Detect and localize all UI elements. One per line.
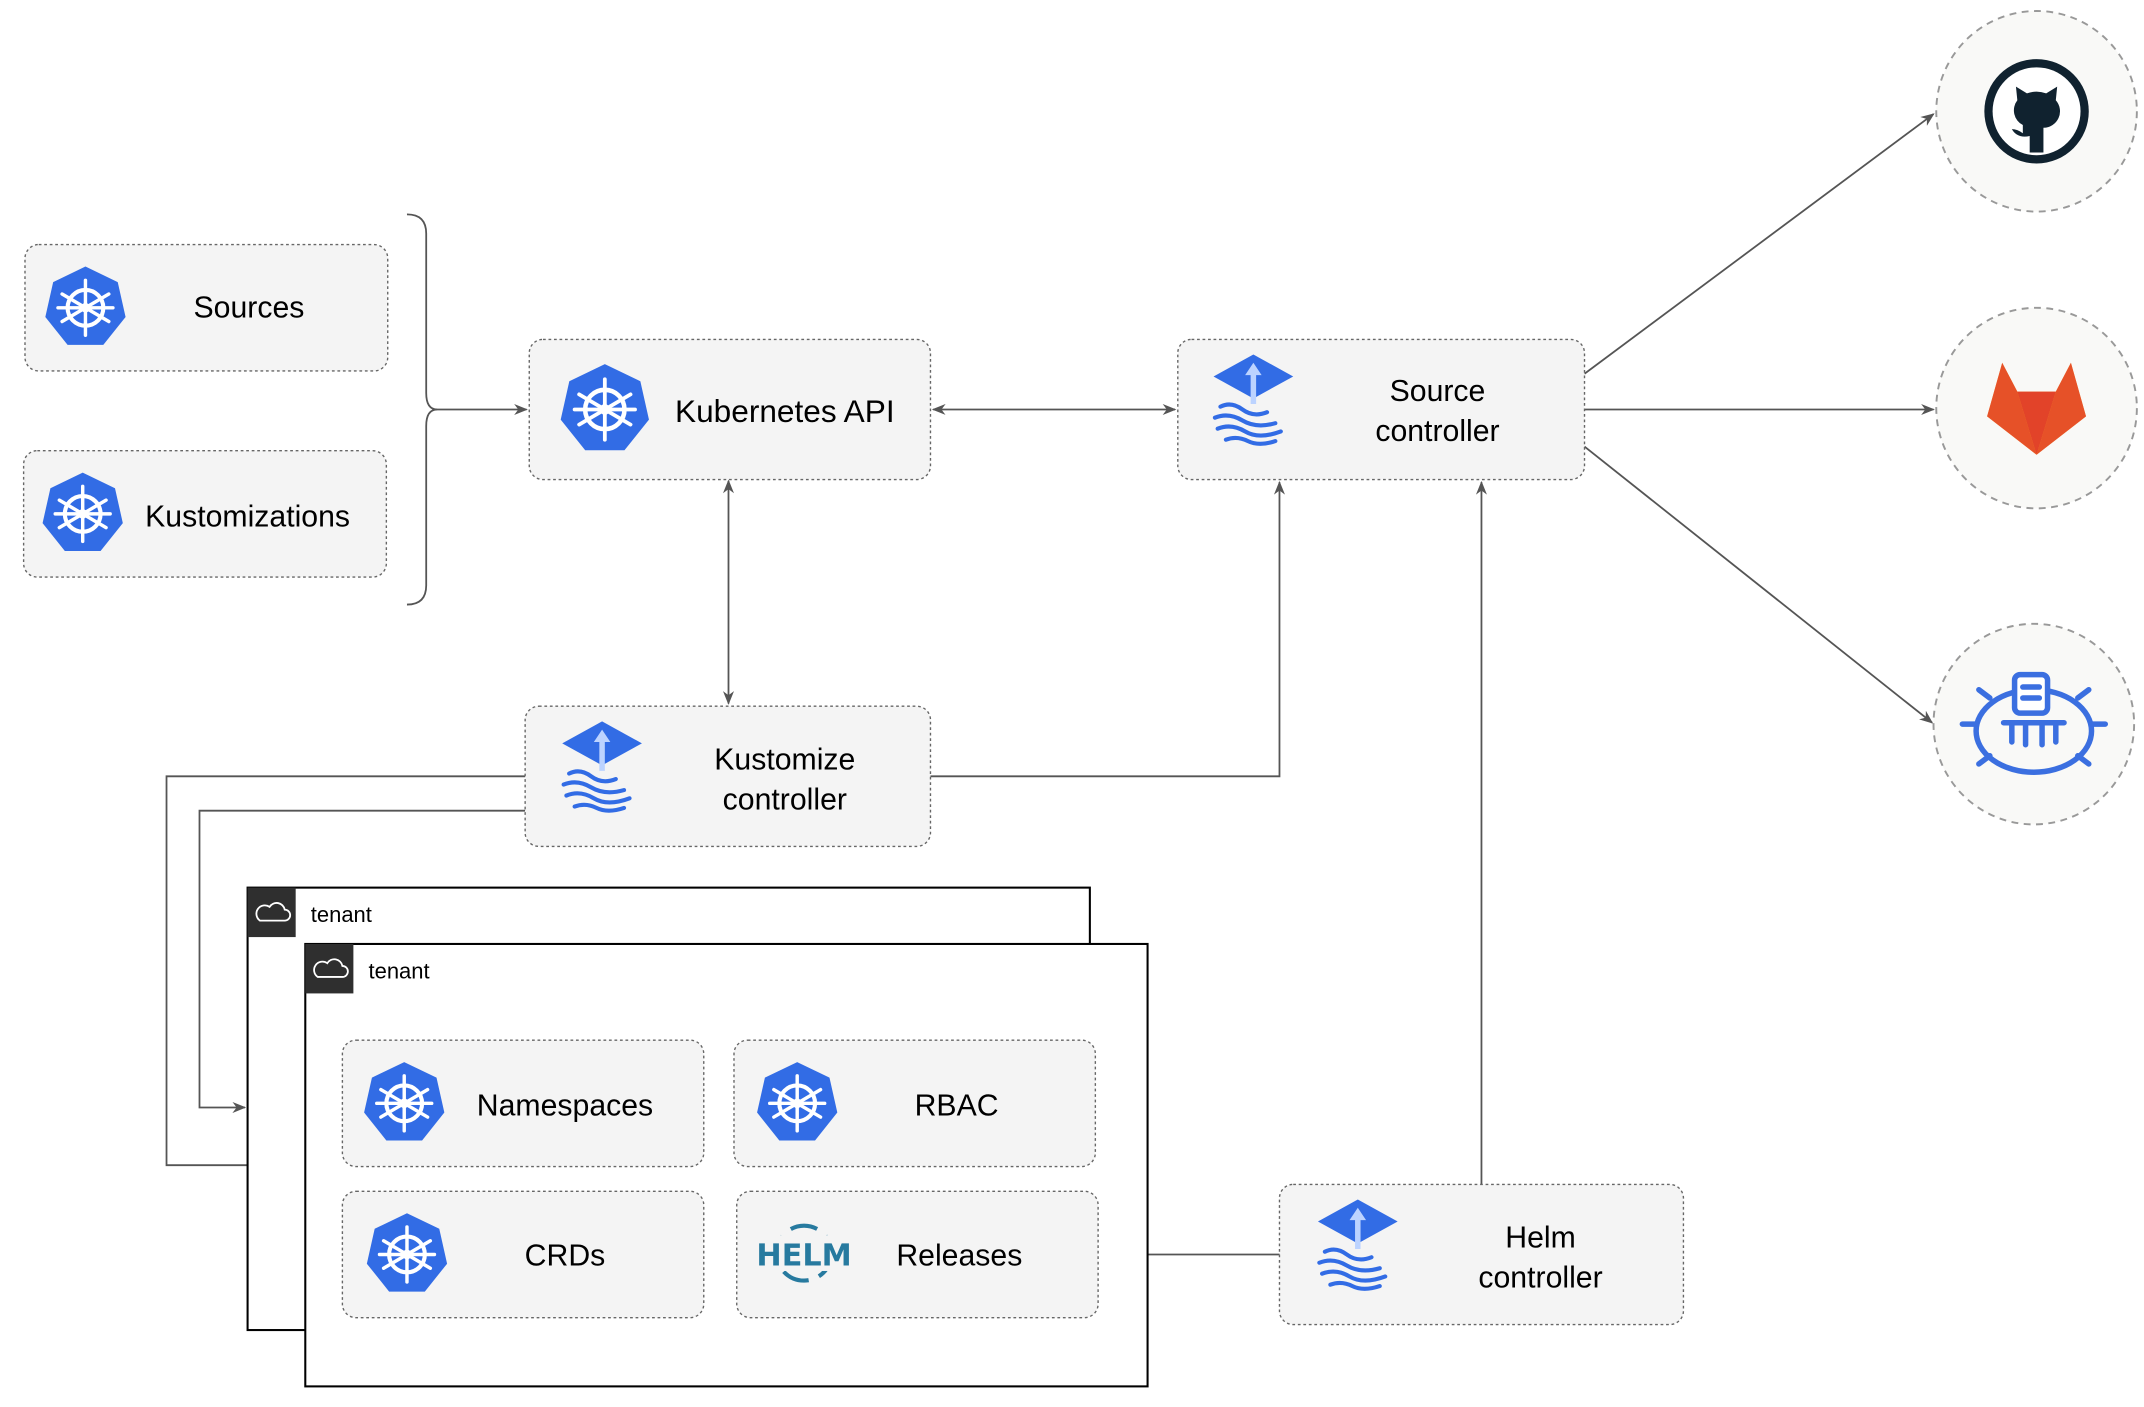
helm-icon: HELM xyxy=(755,1223,853,1283)
kubernetes-api-label: Kubernetes API xyxy=(675,393,895,429)
kustomize-controller-label-line1: Kustomize xyxy=(714,743,855,776)
sources-label: Sources xyxy=(194,291,305,324)
crds-label: CRDs xyxy=(525,1239,606,1272)
kustomizations-node[interactable]: Kustomizations xyxy=(22,449,388,578)
kustomize-controller-node[interactable]: Kustomize controller xyxy=(524,705,932,848)
kustomizations-label: Kustomizations xyxy=(145,500,350,533)
github-icon xyxy=(1984,59,2089,164)
rbac-label: RBAC xyxy=(915,1090,999,1123)
kubernetes-api-node[interactable]: Kubernetes API xyxy=(528,338,932,481)
bucket-node[interactable] xyxy=(1932,622,2136,826)
helm-controller-label-line1: Helm xyxy=(1505,1222,1576,1255)
gitlab-node[interactable] xyxy=(1935,306,2138,510)
kustomize-controller-label-line2: controller xyxy=(723,783,847,816)
github-node[interactable] xyxy=(1935,10,2138,213)
svg-text:HELM: HELM xyxy=(756,1238,851,1273)
source-controller-label-line2: controller xyxy=(1375,415,1499,448)
gitlab-icon xyxy=(1987,362,2087,455)
tenant-label: tenant xyxy=(311,902,372,927)
bucket-icon xyxy=(1959,671,2109,775)
tenant-label: tenant xyxy=(369,958,430,983)
releases-node[interactable]: HELM Releases xyxy=(736,1190,1099,1319)
namespaces-node[interactable]: Namespaces xyxy=(341,1039,705,1168)
crds-node[interactable]: CRDs xyxy=(341,1190,705,1319)
connectors xyxy=(165,113,1935,1260)
source-controller-node[interactable]: Source controller xyxy=(1177,338,1586,481)
cloud-icon xyxy=(255,902,291,922)
cloud-icon xyxy=(313,958,349,978)
rbac-node[interactable]: RBAC xyxy=(733,1039,1097,1168)
namespaces-label: Namespaces xyxy=(477,1090,653,1123)
helm-controller-node[interactable]: Helm controller xyxy=(1278,1183,1685,1326)
releases-label: Releases xyxy=(896,1239,1022,1272)
source-controller-label-line1: Source xyxy=(1390,375,1486,408)
helm-controller-label-line2: controller xyxy=(1478,1261,1602,1294)
sources-node[interactable]: Sources xyxy=(24,243,389,372)
